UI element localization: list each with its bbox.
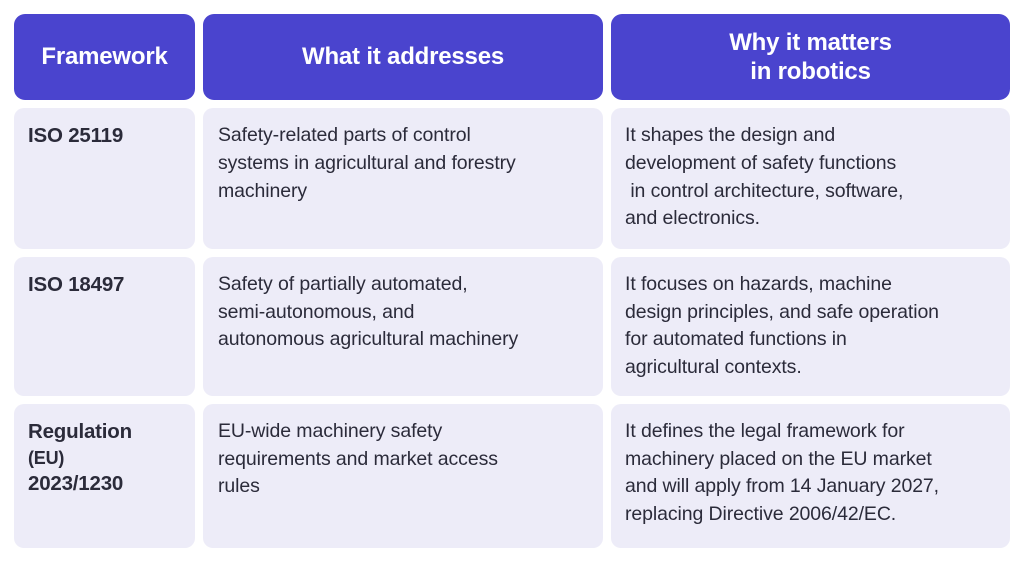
cell-framework: Regulation (EU) 2023/1230 — [14, 404, 195, 548]
header-line: Framework — [41, 43, 168, 71]
text-line: requirements and market access — [218, 447, 498, 470]
header-line: What it addresses — [302, 43, 504, 71]
table-header-addresses: What it addresses — [203, 14, 603, 101]
text-line: autonomous agricultural machinery — [218, 328, 519, 351]
cell-framework: ISO 18497 — [14, 257, 195, 397]
text-line: machinery placed on the EU market — [625, 447, 932, 470]
text-line: Safety-related parts of control — [218, 124, 471, 147]
text-line: It defines the legal framework for — [625, 420, 905, 443]
cell-matters: It focuses on hazards, machine design pr… — [611, 257, 1010, 397]
cell-framework: ISO 25119 — [14, 108, 195, 250]
text-line: semi-autonomous, and — [218, 300, 415, 323]
text-line: for automated functions in — [625, 328, 847, 351]
cell-addresses: EU-wide machinery safety requirements an… — [203, 404, 603, 548]
text-line: and electronics. — [625, 207, 760, 230]
text-line: in control architecture, software, — [625, 179, 904, 202]
text-line: agricultural contexts. — [625, 356, 802, 379]
table-header-row: Framework What it addresses Why it matte… — [14, 14, 1010, 101]
table-header-matters: Why it matters in robotics — [611, 14, 1010, 101]
header-line: Why it matters — [729, 28, 892, 56]
text-line: and will apply from 14 January 2027, — [625, 475, 939, 498]
text-line: design principles, and safe operation — [625, 300, 939, 323]
framework-line: ISO 18497 — [28, 273, 125, 297]
table-row: Regulation (EU) 2023/1230 EU-wide machin… — [14, 404, 1010, 548]
text-line: It focuses on hazards, machine — [625, 273, 892, 296]
text-line: machinery — [218, 179, 308, 202]
framework-line: ISO 25119 — [28, 124, 124, 148]
cell-addresses: Safety-related parts of control systems … — [203, 108, 603, 250]
text-line: development of safety functions — [625, 151, 897, 174]
table-row: ISO 18497 Safety of partially automated,… — [14, 257, 1010, 397]
table-header-addresses-text: What it addresses — [302, 42, 504, 71]
text-line: EU-wide machinery safety — [218, 420, 443, 443]
header-line: in robotics — [750, 58, 871, 86]
table-header-framework: Framework — [14, 14, 195, 101]
cell-addresses: Safety of partially automated, semi-auto… — [203, 257, 603, 397]
table-header-matters-text: Why it matters in robotics — [729, 28, 892, 87]
cell-matters: It defines the legal framework for machi… — [611, 404, 1010, 548]
framework-line: (EU) — [28, 447, 65, 468]
cell-matters: It shapes the design and development of … — [611, 108, 1010, 250]
table-header-framework-text: Framework — [41, 42, 167, 71]
text-line: rules — [218, 475, 260, 498]
text-line: replacing Directive 2006/42/EC. — [625, 503, 897, 526]
text-line: It shapes the design and — [625, 124, 836, 147]
table-row: ISO 25119 Safety-related parts of contro… — [14, 108, 1010, 250]
framework-line: 2023/1230 — [28, 472, 124, 496]
framework-line: Regulation — [28, 420, 132, 444]
text-line: Safety of partially automated, — [218, 273, 468, 296]
text-line: systems in agricultural and forestry — [218, 151, 516, 174]
